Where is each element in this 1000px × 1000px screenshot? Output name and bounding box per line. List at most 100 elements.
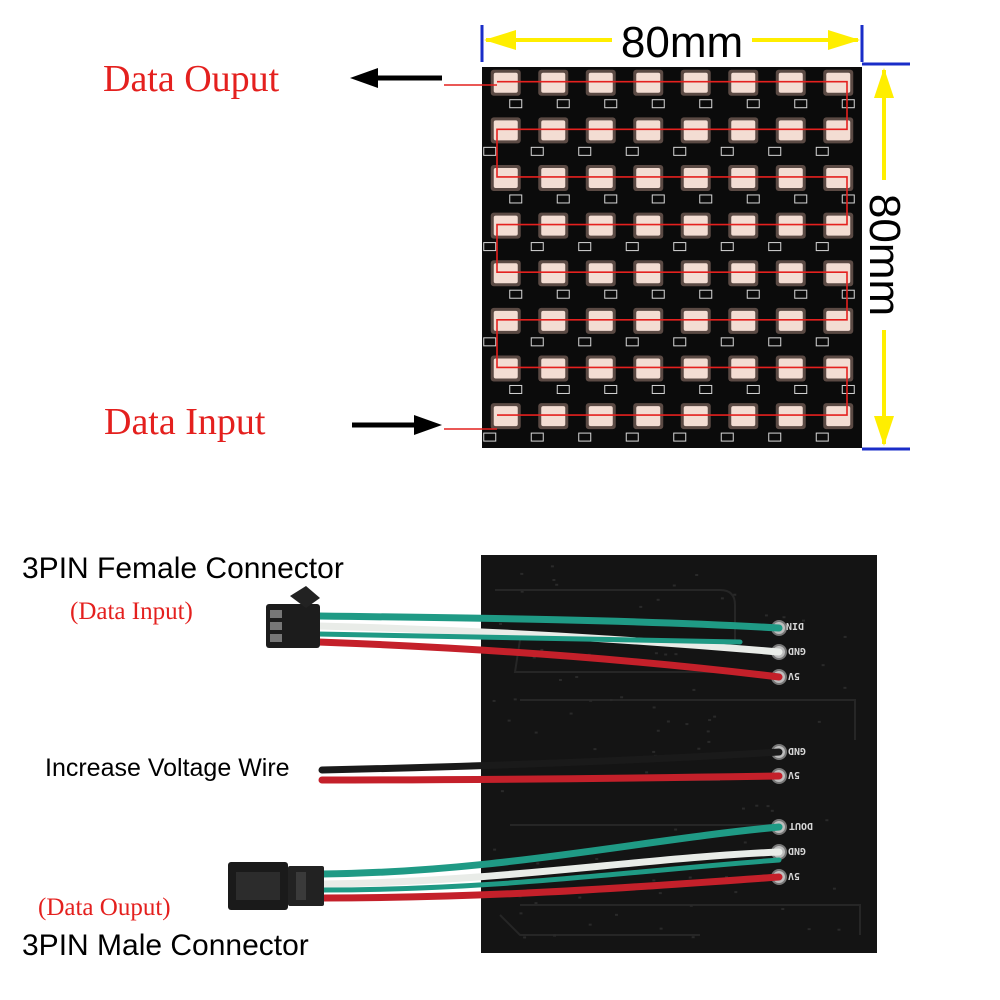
capacitor-mark bbox=[768, 242, 782, 252]
led-lens bbox=[778, 310, 803, 331]
pad-5v-label-bottom: 5V bbox=[788, 870, 800, 881]
texture-dot bbox=[575, 676, 579, 679]
capacitor-mark bbox=[720, 242, 734, 252]
pad-gnd-label-top: GND bbox=[788, 645, 806, 656]
texture-dot bbox=[659, 927, 663, 930]
capacitor-mark bbox=[578, 432, 592, 442]
capacitor-mark bbox=[578, 146, 592, 156]
texture-dot bbox=[588, 923, 592, 926]
female-connector-title: 3PIN Female Connector bbox=[22, 552, 344, 585]
led-lens bbox=[636, 406, 661, 427]
top-panel: 80mm 80mm Data Ouput Data Input bbox=[103, 18, 910, 451]
led-lens bbox=[588, 215, 613, 236]
texture-dot bbox=[720, 597, 724, 600]
texture-dot bbox=[652, 750, 656, 753]
height-label: 80mm bbox=[860, 194, 909, 316]
led-lens bbox=[826, 215, 851, 236]
led-lens bbox=[778, 215, 803, 236]
texture-dot bbox=[520, 590, 524, 593]
female-connector-wires bbox=[314, 612, 783, 681]
led-lens bbox=[588, 167, 613, 188]
capacitor-mark bbox=[699, 289, 713, 299]
led-lens bbox=[731, 263, 756, 284]
texture-dot bbox=[733, 593, 737, 596]
texture-dot bbox=[782, 616, 786, 619]
led-lens bbox=[826, 406, 851, 427]
led-lens bbox=[588, 310, 613, 331]
capacitor-mark bbox=[720, 146, 734, 156]
texture-dot bbox=[713, 715, 717, 718]
led-lens bbox=[778, 72, 803, 93]
led-lens bbox=[636, 263, 661, 284]
texture-dot bbox=[658, 892, 662, 895]
led-lens bbox=[826, 358, 851, 379]
led-lens bbox=[636, 72, 661, 93]
led-lens bbox=[588, 263, 613, 284]
bottom-panel: DIN GND 5V GND 5V DOUT GND 5V bbox=[22, 552, 877, 962]
capacitor-mark bbox=[746, 194, 760, 204]
capacitor-mark bbox=[578, 242, 592, 252]
texture-dot bbox=[520, 572, 524, 575]
capacitor-mark bbox=[604, 194, 618, 204]
texture-dot bbox=[825, 819, 829, 822]
texture-dot bbox=[593, 748, 597, 751]
texture-dot bbox=[843, 635, 847, 638]
texture-dot bbox=[817, 720, 821, 723]
texture-dot bbox=[695, 574, 699, 577]
capacitor-mark bbox=[768, 337, 782, 347]
capacitor-mark bbox=[746, 289, 760, 299]
led-grid bbox=[483, 69, 855, 442]
capacitor-mark bbox=[530, 242, 544, 252]
pad-gnd-label-bottom: GND bbox=[788, 845, 806, 856]
texture-dot bbox=[685, 723, 689, 726]
texture-dot bbox=[656, 598, 660, 601]
texture-dot bbox=[734, 891, 738, 894]
capacitor-mark bbox=[578, 337, 592, 347]
texture-dot bbox=[540, 648, 544, 651]
capacitor-mark bbox=[530, 146, 544, 156]
led-lens bbox=[588, 120, 613, 141]
capacitor-mark bbox=[604, 384, 618, 394]
texture-dot bbox=[569, 712, 573, 715]
capacitor-mark bbox=[794, 289, 808, 299]
capacitor-mark bbox=[556, 194, 570, 204]
led-lens bbox=[731, 215, 756, 236]
texture-dot bbox=[595, 857, 599, 860]
led-lens bbox=[683, 406, 708, 427]
led-lens bbox=[826, 120, 851, 141]
female-connector-subtitle: (Data Input) bbox=[70, 598, 193, 625]
capacitor-mark bbox=[841, 194, 855, 204]
data-path-trace bbox=[496, 80, 848, 416]
capacitor-mark bbox=[746, 384, 760, 394]
texture-dot bbox=[664, 653, 668, 656]
capacitor-mark bbox=[768, 432, 782, 442]
led-lens bbox=[636, 358, 661, 379]
led-lens bbox=[588, 72, 613, 93]
voltage-wire-label: Increase Voltage Wire bbox=[45, 754, 290, 782]
texture-dot bbox=[674, 828, 678, 831]
led-lens bbox=[826, 72, 851, 93]
texture-dot bbox=[652, 706, 656, 709]
pad-5v-label-top: 5V bbox=[788, 670, 800, 681]
capacitor-mark bbox=[673, 432, 687, 442]
capacitor-mark bbox=[673, 242, 687, 252]
led-lens bbox=[683, 72, 708, 93]
capacitor-mark bbox=[530, 337, 544, 347]
capacitor-mark bbox=[841, 384, 855, 394]
capacitor-mark bbox=[651, 384, 665, 394]
texture-dot bbox=[656, 729, 660, 732]
texture-dot bbox=[764, 614, 768, 617]
texture-dot bbox=[766, 805, 770, 808]
capacitor-mark bbox=[815, 242, 829, 252]
texture-dot bbox=[534, 902, 538, 905]
led-lens bbox=[588, 406, 613, 427]
texture-dot bbox=[674, 653, 678, 656]
capacitor-mark bbox=[530, 432, 544, 442]
led-lens bbox=[541, 215, 566, 236]
texture-dot bbox=[639, 605, 643, 608]
capacitor-mark bbox=[794, 194, 808, 204]
texture-dot bbox=[507, 719, 511, 722]
texture-dot bbox=[692, 688, 696, 691]
led-lens bbox=[493, 406, 518, 427]
texture-dot bbox=[707, 740, 711, 743]
